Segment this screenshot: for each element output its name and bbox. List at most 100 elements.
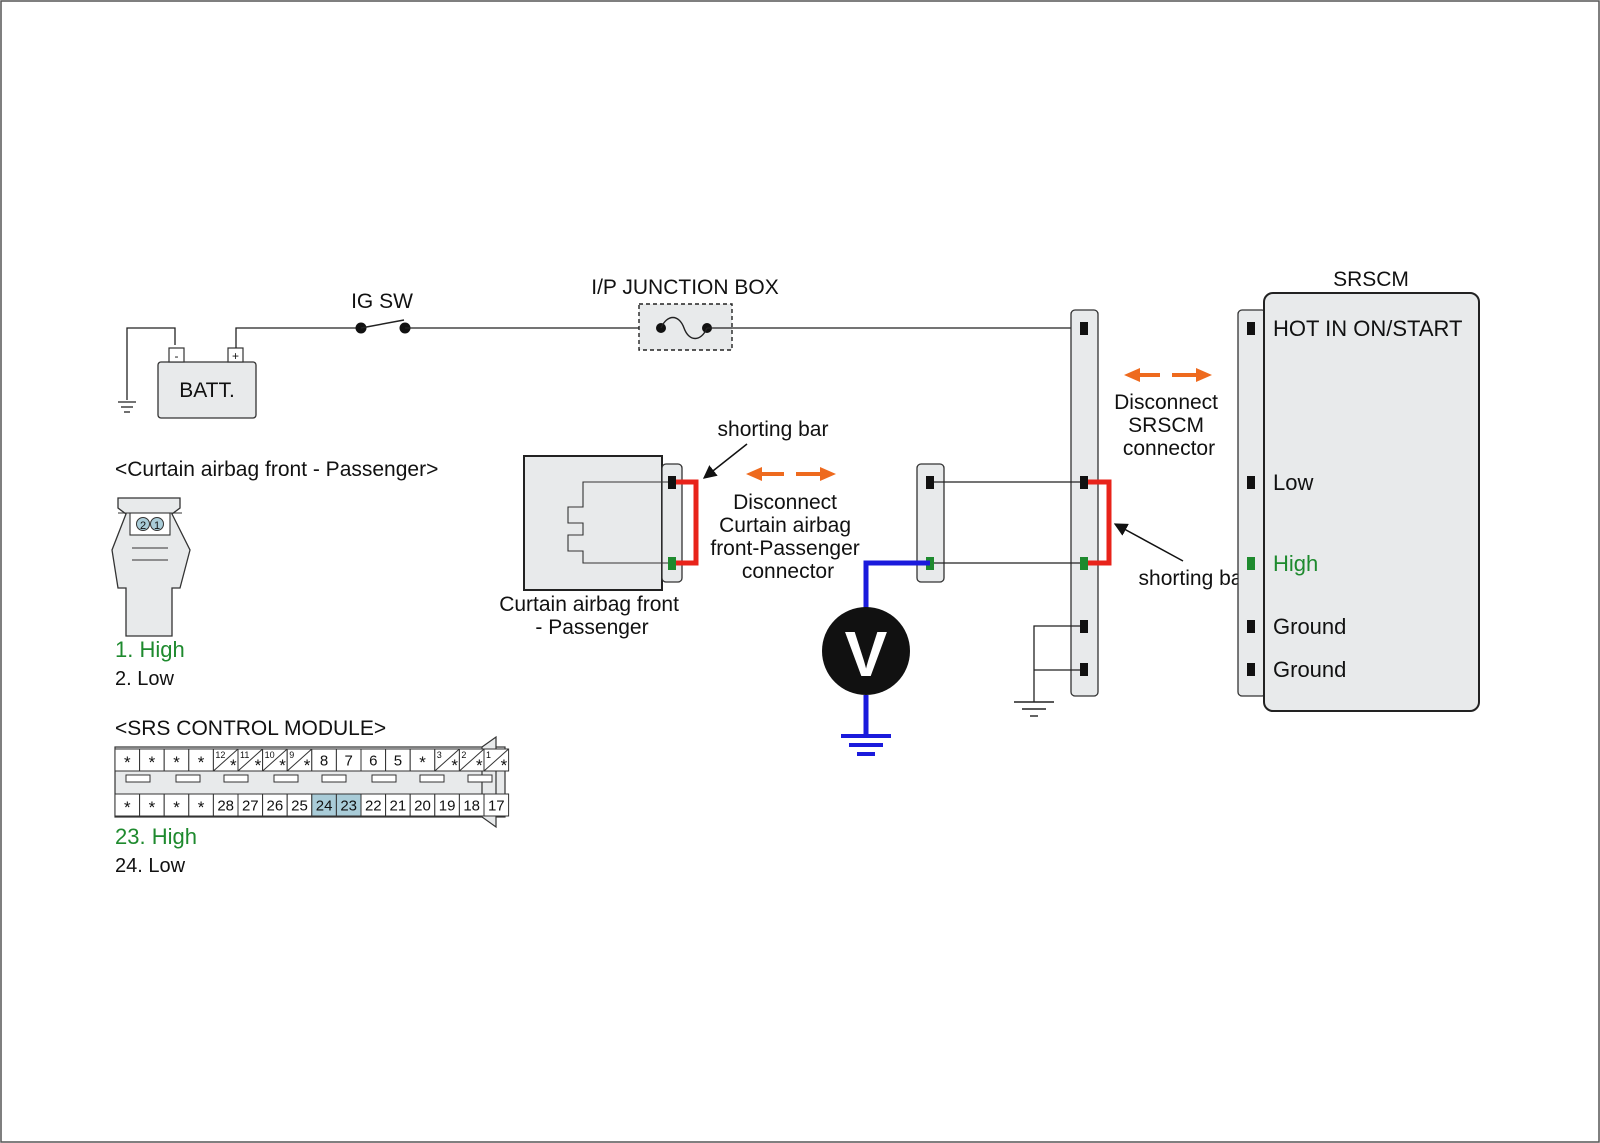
- connector-cell: 12*: [212, 748, 239, 775]
- battery-neg-label: -: [175, 349, 179, 363]
- shorting-bar-airbag-label: shorting bar: [718, 418, 829, 441]
- connector-cell: 26: [262, 793, 288, 817]
- pin-ground-1: [1080, 620, 1088, 633]
- srscm-title: SRSCM: [1333, 268, 1409, 291]
- svg-text:*: *: [304, 756, 311, 775]
- svg-text:1: 1: [486, 750, 491, 760]
- svg-text:12: 12: [215, 750, 225, 760]
- connector-cell: 23: [335, 793, 362, 817]
- airbag-legend-high: 1. High: [115, 637, 185, 662]
- airbag-connector: [661, 463, 683, 583]
- airbag-connector-face: 2 1: [111, 497, 191, 637]
- airbag-component-label: Curtain airbag front - Passenger: [499, 593, 685, 639]
- svg-text:17: 17: [488, 798, 505, 815]
- srscm-pin-high-label: High: [1273, 551, 1318, 576]
- connector-cell: 20: [409, 793, 436, 817]
- shorting-bar-srscm-label: shorting bar: [1139, 567, 1250, 590]
- disconnect-srscm-arrows: [1124, 368, 1212, 382]
- srs-legend-low: 24. Low: [115, 855, 186, 877]
- srscm-body: [1263, 292, 1480, 712]
- srscm-pin-strip: [1237, 309, 1267, 697]
- srs-module-view-title: <SRS CONTROL MODULE>: [115, 717, 386, 740]
- svg-text:20: 20: [414, 798, 431, 815]
- connector-cell: *: [114, 793, 141, 817]
- connector-cell: *: [139, 793, 165, 817]
- svg-text:24: 24: [316, 798, 333, 815]
- connector-cell: 1*: [483, 748, 510, 775]
- svg-text:28: 28: [217, 798, 234, 815]
- srscm-pin-hot-label: HOT IN ON/START: [1273, 316, 1462, 341]
- srs-legend-high: 23. High: [115, 824, 197, 849]
- connector-cell: 24: [311, 793, 337, 817]
- battery-ground-wire: [126, 327, 176, 400]
- battery-neg-terminal: [168, 347, 185, 363]
- pin-ground-2: [1080, 663, 1088, 676]
- svg-text:5: 5: [394, 753, 402, 770]
- ground-symbol-srscm: [1014, 701, 1054, 717]
- curtain-airbag-component: [523, 455, 683, 591]
- shorting-bar-airbag-pointer: [702, 443, 748, 479]
- disconnect-srscm-text: Disconnect SRSCM connector: [1114, 391, 1224, 460]
- connector-cell: *: [188, 793, 214, 817]
- svg-text:*: *: [198, 798, 205, 817]
- svg-text:*: *: [501, 756, 508, 775]
- connector-cell: 22: [360, 793, 387, 817]
- connector-cell: 3*: [434, 748, 460, 775]
- connector-cell: 2*: [458, 748, 485, 775]
- connector-cell: 25: [286, 793, 313, 817]
- battery-label: BATT.: [179, 379, 235, 402]
- svg-text:*: *: [173, 798, 180, 817]
- power-circuit: - + BATT. IG SW I/P JUNCTION BOX: [118, 276, 1083, 419]
- shorting-bar-srscm: [1088, 479, 1112, 566]
- svg-text:*: *: [255, 756, 262, 775]
- junction-box: [638, 303, 733, 351]
- ignition-switch: [355, 319, 411, 334]
- connector-cell: *: [139, 748, 165, 772]
- pin-high: [1080, 557, 1088, 570]
- disconnect-airbag-text: Disconnect Curtain airbag front-Passenge…: [710, 491, 865, 583]
- srscm-harness-connector: [1070, 309, 1099, 697]
- connector-cell: 10*: [262, 748, 288, 775]
- ground-symbol-voltmeter: [841, 734, 891, 756]
- svg-text:1: 1: [154, 520, 160, 532]
- svg-text:*: *: [279, 756, 286, 775]
- airbag-body: [523, 455, 663, 591]
- connector-cell: *: [163, 793, 190, 817]
- svg-text:21: 21: [390, 798, 407, 815]
- voltmeter-symbol: V: [845, 618, 888, 690]
- svg-text:3: 3: [437, 750, 442, 760]
- srscm-pin-ground2-label: Ground: [1273, 657, 1346, 682]
- airbag-pin-1: [150, 517, 164, 531]
- svg-text:11: 11: [240, 750, 249, 760]
- connector-cell: 28: [212, 793, 239, 817]
- svg-text:2: 2: [461, 750, 466, 760]
- srscm-pin-ground1-label: Ground: [1273, 614, 1346, 639]
- connector-cell: *: [188, 748, 214, 772]
- svg-text:6: 6: [369, 753, 377, 770]
- svg-text:7: 7: [345, 753, 353, 770]
- shorting-bar-airbag: [676, 479, 699, 566]
- connector-cell: 5: [385, 748, 411, 772]
- connector-cell: *: [163, 748, 190, 772]
- connector-cell: 7: [335, 748, 362, 772]
- srscm-pin-low-label: Low: [1273, 470, 1313, 495]
- connector-cell: 21: [385, 793, 411, 817]
- squib-icon: [567, 481, 668, 564]
- svg-text:*: *: [124, 753, 131, 772]
- svg-text:18: 18: [463, 798, 480, 815]
- connector-cell: *: [114, 748, 141, 772]
- connector-cell: 11 *: [237, 748, 264, 775]
- svg-text:27: 27: [242, 798, 259, 815]
- junction-box-label: I/P JUNCTION BOX: [591, 276, 778, 299]
- ground-wire-srscm: [1033, 625, 1080, 702]
- srscm-module: [1237, 292, 1480, 712]
- svg-text:*: *: [149, 798, 156, 817]
- svg-text:26: 26: [267, 798, 284, 815]
- svg-text:*: *: [476, 756, 483, 775]
- supply-wire: [235, 327, 360, 348]
- connector-cell: 18: [458, 793, 485, 817]
